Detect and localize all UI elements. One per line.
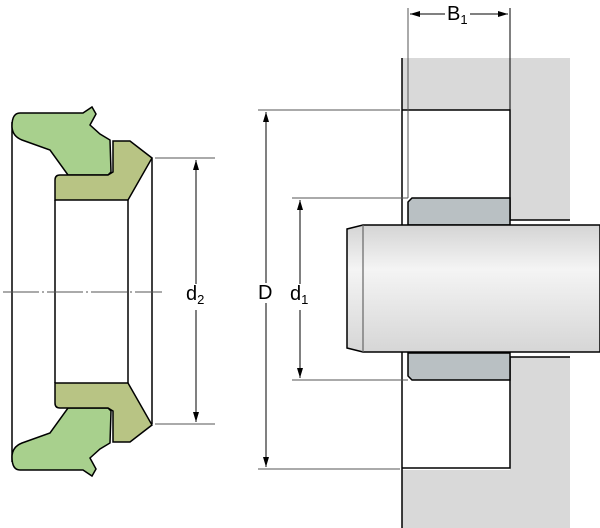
- label-B1-sub: 1: [460, 12, 468, 27]
- installation-section: [258, 8, 600, 528]
- label-d1-sub: 1: [301, 292, 309, 307]
- housing: [402, 58, 570, 528]
- seal-section: [3, 105, 215, 478]
- label-B1: B1: [445, 4, 470, 30]
- label-d2: d2: [184, 283, 207, 310]
- label-d1: d1: [288, 283, 311, 310]
- sleeve-upper: [407, 197, 511, 226]
- sleeve-lower: [407, 352, 511, 381]
- seal-upper-half: [11, 105, 153, 201]
- label-d1-main: d: [290, 283, 302, 305]
- seal-lower-half: [11, 382, 153, 478]
- label-d2-main: d: [186, 283, 198, 305]
- shaft: [346, 224, 600, 353]
- label-B1-main: B: [447, 3, 461, 25]
- label-D-main: D: [258, 282, 273, 304]
- seal-body: [54, 140, 153, 201]
- label-D: D: [256, 282, 275, 304]
- label-d2-sub: 2: [197, 292, 205, 307]
- seal-lip: [11, 105, 112, 176]
